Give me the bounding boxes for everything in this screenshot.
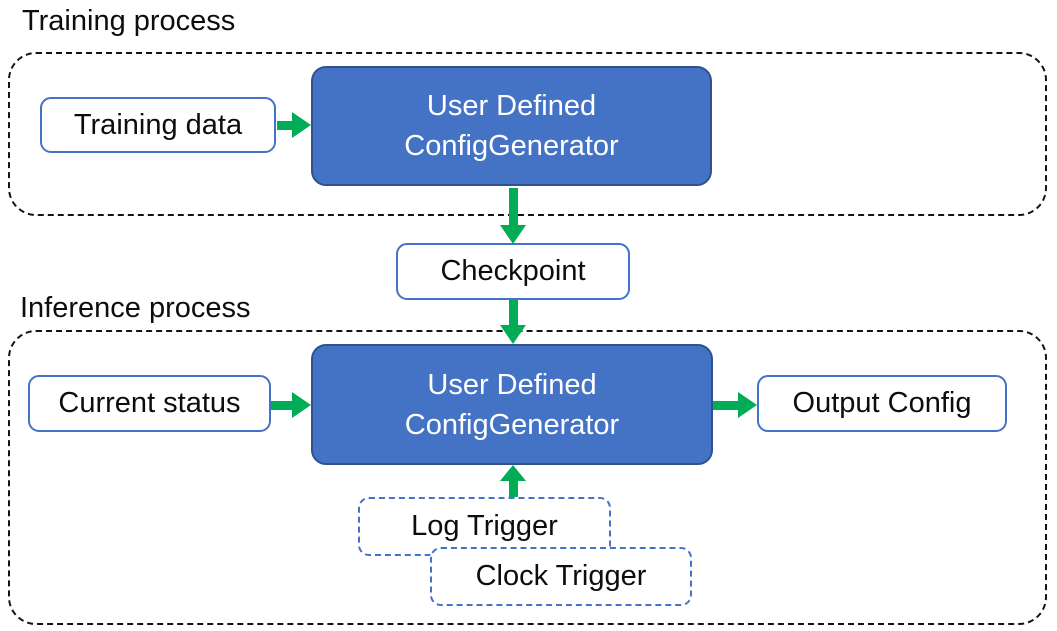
arrow-head [292, 392, 311, 418]
clock-trigger-label: Clock Trigger [475, 560, 647, 592]
arrow-shaft [508, 481, 518, 497]
current-status-label: Current status [58, 387, 241, 419]
generator-to-output-config-arrow [713, 392, 757, 418]
checkpoint-node: Checkpoint [396, 243, 630, 300]
clock-trigger-node: Clock Trigger [430, 547, 692, 606]
training-data-node: Training data [40, 97, 276, 153]
inference-config-generator-node: User Defined ConfigGenerator [311, 344, 713, 465]
inference-process-container [8, 330, 1047, 625]
log-trigger-label: Log Trigger [411, 510, 558, 542]
arrow-shaft [713, 400, 738, 410]
checkpoint-label: Checkpoint [440, 255, 586, 287]
training-data-to-generator-arrow [277, 112, 311, 138]
training-process-label: Training process [22, 5, 236, 37]
inference-process-label: Inference process [20, 292, 251, 324]
arrow-shaft [271, 400, 292, 410]
log-trigger-node: Log Trigger [358, 497, 611, 556]
arrow-shaft [277, 120, 292, 130]
training-process-container [8, 52, 1047, 216]
current-status-node: Current status [28, 375, 271, 432]
output-config-label: Output Config [792, 387, 972, 419]
arrow-shaft [508, 299, 518, 325]
training-generator-line2: ConfigGenerator [404, 130, 619, 162]
inference-generator-line2: ConfigGenerator [404, 408, 620, 441]
arrow-head [292, 112, 311, 138]
inference-generator-line1: User Defined [427, 368, 597, 401]
arrow-head [500, 225, 526, 244]
generator-to-checkpoint-arrow [500, 188, 526, 244]
arrow-head [738, 392, 757, 418]
arrow-shaft [508, 188, 518, 225]
training-config-generator-node: User Defined ConfigGenerator [311, 66, 712, 186]
triggers-to-generator-arrow [500, 465, 526, 497]
training-data-label: Training data [73, 108, 243, 141]
output-config-node: Output Config [757, 375, 1007, 432]
arrow-head [500, 465, 526, 481]
training-generator-line1: User Defined [426, 90, 597, 122]
current-status-to-generator-arrow [271, 392, 311, 418]
checkpoint-to-generator-arrow [500, 299, 526, 344]
arrow-head [500, 325, 526, 344]
